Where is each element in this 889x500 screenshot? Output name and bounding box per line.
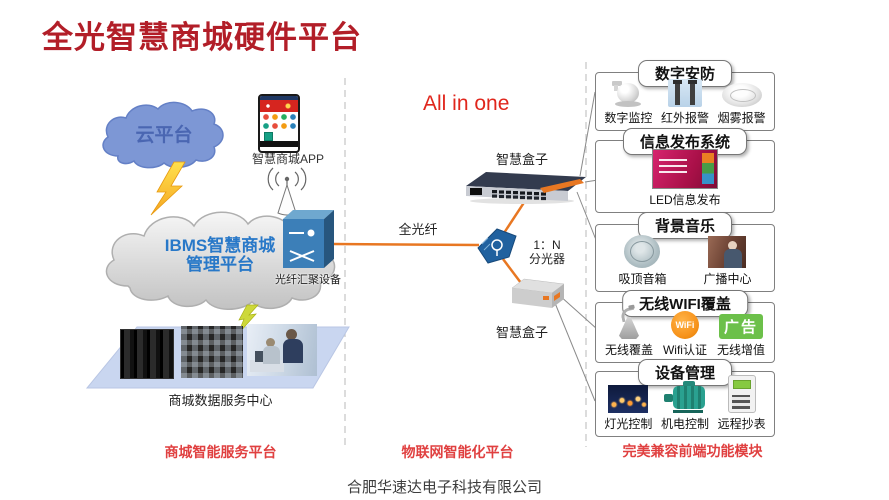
smart-box-bottom-label: 智慧盒子 [495,325,548,340]
item-label: 无线覆盖 [604,343,653,357]
page-title: 全光智慧商城硬件平台 [42,20,362,55]
smart-box-terminal-device [511,278,565,308]
phone-app-icons [260,112,298,141]
module-title-text: 无线WIFI覆盖 [639,296,731,313]
module-title-text: 设备管理 [654,365,716,382]
module-box-wifi-coverage: 无线WIFI覆盖 无线覆盖 WiFi Wifi认证 广告 无线增值 [595,290,775,363]
person-head [286,329,297,340]
fiber-aggregator-label: 光纤汇聚设备 [275,274,341,286]
splitter-label: 1：N 分光器 [524,238,570,266]
smart-mall-app-phone [258,94,300,153]
fiber-line-label: 全光纤 [398,222,438,237]
person-body [263,346,280,364]
item-label: 烟雾报警 [717,111,766,125]
broadcast-center-icon [708,236,747,268]
module-item: 广播中心 [703,236,752,287]
infrared-alarm-icon [667,79,702,107]
item-label: 吸顶音箱 [618,272,667,286]
module-item: LED信息发布 [649,149,721,208]
module-box-info-publishing: 信息发布系统 LED信息发布 [595,128,775,213]
antenna-icon [267,167,307,216]
monitor-wall-photo [181,326,243,378]
module-item: 红外报警 [661,79,709,126]
module-item: WiFi Wifi认证 [663,311,707,358]
smart-mall-app-label: 智慧商城APP [251,152,324,166]
module-box-digital-security: 数字安防 数字监控 红外报警 烟雾报警 [595,60,775,131]
ceiling-speaker-icon [624,235,661,268]
ad-badge-icon: 广告 [718,314,763,339]
phone-app-header [260,100,298,112]
wifi-logo-icon: WiFi [670,311,699,339]
wifi-logo-text: WiFi [675,320,695,330]
cloud-platform-shape [102,101,224,169]
module-item: 远程抄表 [718,375,766,432]
module-box-device-management: 设备管理 灯光控制 机电控制 远程抄表 [595,359,775,437]
module-title-text: 信息发布系统 [639,134,731,151]
module-item: 烟雾报警 [718,83,766,126]
ibms-line1: IBMS智慧商城 [164,236,276,255]
splitter-name: 分光器 [528,252,565,266]
cloud-platform-label: 云平台 [135,125,193,146]
item-label: 机电控制 [660,417,709,431]
item-label: 无线增值 [716,343,765,357]
person-head [266,338,275,347]
ad-badge-text: 广告 [723,319,758,336]
item-label: 远程抄表 [717,417,766,431]
module-item: 吸顶音箱 [618,235,667,287]
phone-statusbar [260,96,298,100]
module-item: 广告 无线增值 [717,314,765,358]
phone-bezel [260,141,298,147]
section-label-right: 完美兼容前端功能模块 [622,443,763,459]
person-body [283,339,303,363]
wireless-ap-icon [614,306,644,339]
item-label: 数字监控 [604,111,653,125]
module-title-text: 数字安防 [654,66,716,83]
smart-meter-icon [727,375,756,413]
module-box-background-music: 背景音乐 吸顶音箱 广播中心 [595,212,775,292]
item-label: LED信息发布 [649,193,721,207]
module-item: 机电控制 [661,381,709,432]
module-title-text: 背景音乐 [654,218,716,235]
motor-icon [663,381,707,413]
module-item: 数字监控 [604,81,652,126]
item-label: 广播中心 [703,272,752,286]
all-in-one-label: All in one [423,92,510,115]
ibms-platform-label: IBMS智慧商城 管理平台 [146,236,294,274]
server-rack-photo [120,329,174,379]
optical-splitter-device [477,228,517,264]
module-item: 灯光控制 [604,385,652,432]
item-label: Wifi认证 [662,343,707,357]
office-people-photo [247,324,317,376]
module-item: 无线覆盖 [605,306,653,358]
ibms-line2: 管理平台 [186,255,254,274]
splitter-ratio: 1：N [533,238,561,252]
company-name: 合肥华速达电子科技有限公司 [346,479,542,496]
section-label-middle: 物联网智能化平台 [401,444,514,460]
item-label: 红外报警 [660,111,709,125]
street-lighting-icon [608,385,649,413]
fiber-aggregator-device [283,210,334,268]
smart-box-switch-device [466,172,586,204]
smart-box-top-label: 智慧盒子 [495,152,548,167]
datacenter-label: 商城数据服务中心 [168,393,273,408]
smoke-detector-icon [721,83,762,107]
lightning-bolt-icon [150,161,186,216]
module-title-background-music: 背景音乐 [637,212,733,239]
led-screen-icon [651,149,718,189]
dome-camera-icon [610,81,646,107]
item-label: 灯光控制 [604,417,653,431]
section-label-left: 商城智能服务平台 [164,444,277,460]
